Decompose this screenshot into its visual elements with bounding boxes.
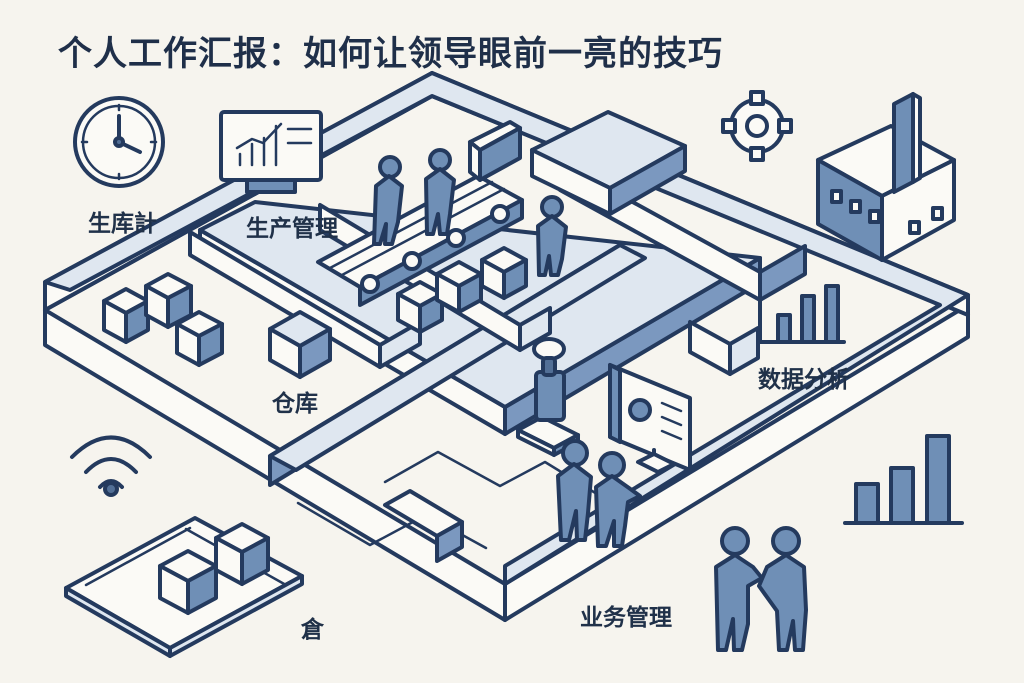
time-label: 生库計 xyxy=(88,211,157,237)
worker-group xyxy=(372,148,568,277)
business-label: 业务管理 xyxy=(580,605,672,631)
conveyor-wheel xyxy=(490,204,510,224)
doorway-wall-side xyxy=(435,520,464,563)
upper-room-right-wall xyxy=(608,144,687,216)
small-warehouse-label: 倉 xyxy=(301,617,324,643)
production-divider-side xyxy=(518,306,552,352)
warehouse-divider-side xyxy=(378,320,422,369)
machine-robot xyxy=(516,337,580,457)
conveyor-side xyxy=(358,198,524,307)
title: 个人工作汇报：如何让领导眼前一亮的技巧 xyxy=(58,34,723,74)
analysis-label: 数据分析 xyxy=(758,367,850,393)
analytics-screen xyxy=(608,363,692,474)
wifi-icon xyxy=(70,435,152,497)
conveyor-box-stack xyxy=(396,246,528,334)
conveyor-line xyxy=(328,180,494,270)
conveyor-wheel xyxy=(360,274,380,294)
bar-chart-icon xyxy=(843,434,964,525)
factory-icon xyxy=(816,92,956,262)
warehouse-box-stack xyxy=(102,272,224,367)
business-people xyxy=(556,439,808,652)
conveyor-wheel xyxy=(446,228,466,248)
storage-corner-right xyxy=(298,327,332,379)
machine-box-front xyxy=(468,140,482,182)
clock-icon xyxy=(73,96,165,188)
analysis-bars xyxy=(756,284,846,344)
conveyor-wheel xyxy=(402,251,422,271)
production-label: 生产管理 xyxy=(246,216,338,242)
analysis-short-wall-side xyxy=(728,326,760,376)
conveyor-line-2 xyxy=(340,187,506,277)
gear-icon xyxy=(721,90,793,162)
monitor-chart-icon xyxy=(219,110,323,194)
pallet xyxy=(64,516,304,658)
warehouse-label: 仓库 xyxy=(272,391,318,417)
